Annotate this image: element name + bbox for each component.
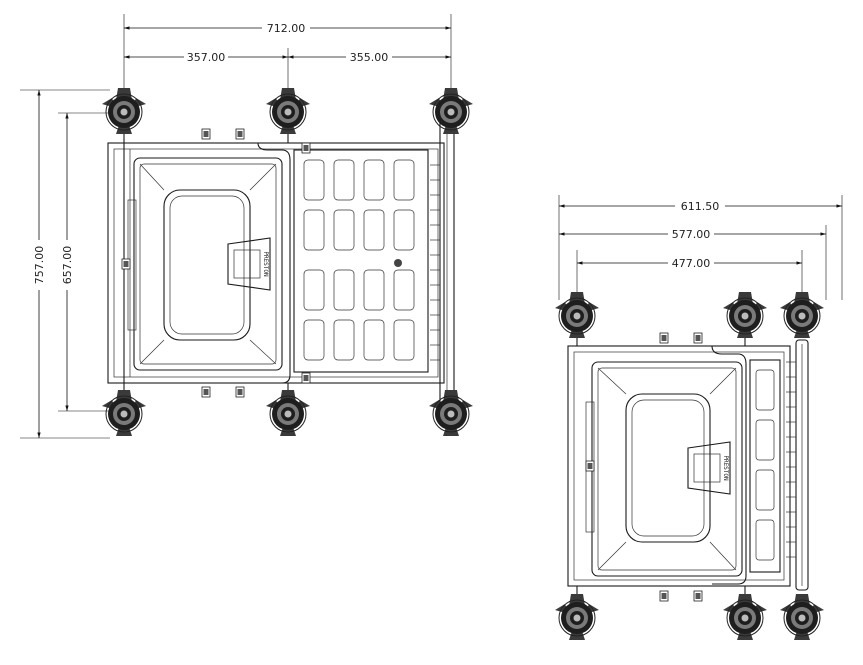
dim-right-inner-width: 477.00 — [672, 257, 711, 270]
dim-overall-width: 712.00 — [267, 22, 306, 35]
dim-right-width: 355.00 — [350, 51, 389, 64]
right-seat-box: PRESTON — [585, 361, 743, 577]
left-view: 712.00 357.00 355.00 757.00 657.00 — [20, 14, 474, 439]
dim-overall-depth: 757.00 — [33, 246, 46, 285]
right-top-dimensions: 611.50 577.00 477.00 — [558, 195, 843, 300]
right-view: 611.50 577.00 477.00 — [554, 195, 843, 641]
right-box-label: PRESTON — [722, 455, 729, 481]
dim-right-mid-width: 577.00 — [672, 228, 711, 241]
left-box-label: PRESTON — [262, 251, 269, 277]
right-frame — [567, 318, 809, 612]
left-side-dimensions: 757.00 657.00 — [20, 89, 110, 439]
left-top-dimensions: 712.00 357.00 355.00 — [123, 14, 452, 90]
left-seat-box: PRESTON — [127, 157, 283, 371]
dim-left-width: 357.00 — [187, 51, 226, 64]
dim-right-overall-width: 611.50 — [681, 200, 720, 213]
dim-inner-depth: 657.00 — [61, 246, 74, 285]
left-side-tray — [293, 149, 429, 373]
